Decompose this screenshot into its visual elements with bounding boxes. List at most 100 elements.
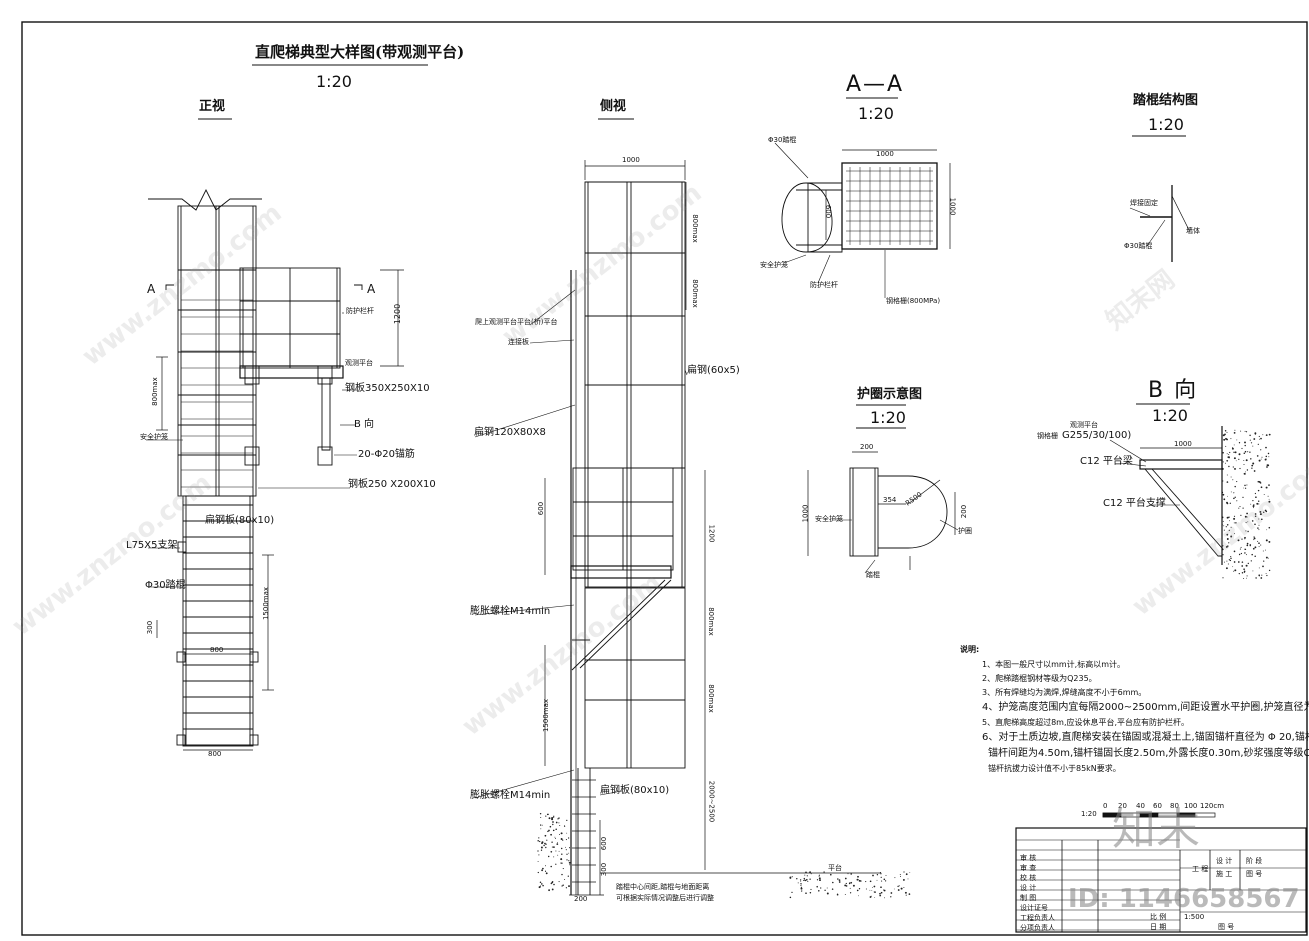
b-brace bbox=[1144, 468, 1223, 557]
note-item: 2、爬梯踏棍钢材等级为Q235。 bbox=[982, 674, 1097, 683]
scale-bar-ratio: 1:20 bbox=[1081, 810, 1097, 818]
front-label-angle: L75X5支架 bbox=[126, 540, 178, 551]
note-item: 锚杆抗拔力设计值不小于85kN要求。 bbox=[988, 764, 1121, 773]
side-dim-top: 1000 bbox=[622, 156, 640, 164]
front-dim-1500max: 1500max bbox=[262, 586, 271, 621]
tb-row-label: 审 查 bbox=[1020, 864, 1037, 872]
front-view-label: 正视 bbox=[199, 99, 226, 114]
front-dim-1200: 1200 bbox=[393, 303, 403, 325]
guard-label-hoop: 护圈 bbox=[958, 527, 972, 535]
side-dim-1200: 1200 bbox=[707, 524, 716, 543]
side-view-label: 侧视 bbox=[600, 99, 627, 114]
guard-dim-354: 354 bbox=[883, 496, 897, 504]
front-bracket bbox=[321, 378, 331, 451]
front-section-left: A bbox=[147, 282, 156, 296]
tb-project: 工 程 bbox=[1192, 865, 1209, 873]
tb-col-c: 施 工 bbox=[1216, 870, 1233, 878]
scale-bar-tick: 60 bbox=[1153, 802, 1162, 810]
aa-scale: 1:20 bbox=[858, 104, 894, 123]
front-section-right: A bbox=[367, 282, 376, 296]
ground-hatching bbox=[537, 429, 1271, 899]
front-dim-800b: 800 bbox=[208, 750, 222, 758]
front-label-platform: 观测平台 bbox=[345, 359, 373, 367]
side-label-top-note: 爬上观测平台平台(桥)平台 bbox=[475, 318, 558, 326]
guard-diagram-label: 护圈示意图 bbox=[857, 387, 923, 402]
guard-dim-200b: 200 bbox=[960, 504, 969, 519]
b-view-label-grating-spec: G255/30/100) bbox=[1062, 430, 1132, 441]
scale-bar-tick: 40 bbox=[1136, 802, 1145, 810]
side-brace bbox=[571, 579, 672, 671]
rung-struct-scale: 1:20 bbox=[1148, 115, 1184, 134]
aa-label-grating: 钢格栅(800MPa) bbox=[886, 297, 941, 305]
b-view-label-c12b: C12 平台支撑 bbox=[1103, 498, 1166, 509]
aa-label-guard: 安全护笼 bbox=[760, 261, 788, 269]
side-dim-600b: 600 bbox=[600, 836, 609, 851]
note-item: 6、对于土质边坡,直爬梯安装在锚固或混凝土上,锚固锚杆直径为 Φ 20,锚杆长度… bbox=[982, 732, 1309, 743]
aa-label: A—A bbox=[846, 72, 905, 97]
sheet-frame bbox=[21, 21, 1308, 936]
b-view-label-c12a: C12 平台梁 bbox=[1080, 456, 1133, 467]
note-item: 锚杆间距为4.50m,锚杆锚固长度2.50m,外露长度0.30m,砂浆强度等级C… bbox=[988, 748, 1309, 759]
rung-struct-label-rung: Φ30踏棍 bbox=[1124, 242, 1153, 250]
front-label-b-dir: B 向 bbox=[354, 419, 375, 430]
side-label-flat-80: 扁钢板(80x10) bbox=[600, 785, 670, 796]
tb-scale-label: 比 例 bbox=[1150, 913, 1167, 921]
scale-bar bbox=[1102, 812, 1216, 818]
front-label-guard: 安全护笼 bbox=[140, 433, 168, 441]
notes-list: 1、本图一般尺寸以mm计,标高以m计。 2、爬梯踏棍钢材等级为Q235。 3、所… bbox=[982, 661, 1309, 773]
side-label-flat-60: 扁钢(60x5) bbox=[687, 365, 740, 376]
watermark-id: ID: 1146658567 bbox=[1068, 884, 1300, 914]
notes-heading: 说明: bbox=[960, 645, 980, 654]
side-label-bottom-2: 可根据实际情况调整后进行调整 bbox=[616, 894, 714, 902]
side-dim-800max-4: 800max bbox=[706, 684, 715, 713]
front-platform-beam bbox=[239, 365, 344, 379]
section-aa bbox=[774, 97, 951, 298]
front-view bbox=[146, 188, 404, 751]
watermark-brand-logo: 知末 bbox=[1112, 804, 1200, 855]
side-dim-800max-1: 800max bbox=[690, 214, 699, 243]
side-label-bottom-1: 踏棍中心间距,踏棍与地面距离 bbox=[616, 883, 710, 891]
tb-row-label: 分项负责人 bbox=[1020, 924, 1055, 932]
tb-col-b: 阶 段 bbox=[1246, 857, 1263, 865]
side-label-ladder-note: 连接板 bbox=[508, 338, 529, 346]
b-view-label-platform: 观测平台 bbox=[1070, 421, 1098, 429]
scale-bar-tick: 120cm bbox=[1200, 802, 1225, 810]
side-dim-200: 200 bbox=[574, 895, 588, 903]
side-view bbox=[474, 160, 880, 896]
front-dim-800: 800 bbox=[210, 646, 224, 654]
front-dim-300: 300 bbox=[146, 620, 155, 635]
title-block-rows: 审 核 审 查 校 核 设 计 制 图 设计证号 工程负责人 分项负责人 bbox=[1020, 855, 1055, 935]
front-break-line bbox=[148, 188, 262, 211]
front-label-steel-plate-2: 钢板250 X200X10 bbox=[348, 479, 436, 490]
tb-scale-value: 1:500 bbox=[1184, 913, 1205, 921]
guard-label-guard: 安全护笼 bbox=[815, 515, 843, 523]
title-block bbox=[1015, 827, 1307, 933]
tb-row-label: 审 核 bbox=[1020, 854, 1037, 862]
side-label-ground: 平台 bbox=[828, 864, 842, 872]
aa-dim-w: 1000 bbox=[876, 150, 894, 158]
aa-label-rung: Φ30踏棍 bbox=[768, 136, 797, 144]
drawing-title: 直爬梯典型大样图(带观测平台) bbox=[255, 43, 465, 61]
guard-dim-200: 200 bbox=[860, 443, 874, 451]
b-view-scale: 1:20 bbox=[1152, 406, 1188, 425]
front-label-flat-steel: 扁钢板(80x10) bbox=[205, 515, 275, 526]
front-lower-ladder bbox=[182, 495, 254, 747]
rung-struct-label: 踏棍结构图 bbox=[1133, 93, 1199, 108]
note-item: 3、所有焊缝均为满焊,焊缝高度不小于6mm。 bbox=[982, 688, 1147, 697]
scale-bar-tick: 0 bbox=[1103, 802, 1108, 810]
front-label-rail: 防护栏杆 bbox=[346, 307, 374, 315]
tb-row-label: 工程负责人 bbox=[1020, 914, 1055, 922]
note-item: 5、直爬梯高度超过8m,应设休息平台,平台应有防护栏杆。 bbox=[982, 718, 1190, 727]
guard-dim-1000: 1000 bbox=[801, 504, 810, 523]
front-label-rung: Φ30踏棍 bbox=[145, 580, 186, 591]
aa-dim-inner: 600 bbox=[824, 204, 833, 219]
front-dim-800max: 800max bbox=[150, 377, 159, 406]
aa-dim-h: 1000 bbox=[948, 197, 957, 216]
side-dim-800max-3: 800max bbox=[706, 607, 715, 636]
tb-row-label: 校 核 bbox=[1020, 874, 1037, 882]
note-item: 4、护笼高度范围内宜每隔2000~2500mm,间距设置水平护圈,护笼直径为10… bbox=[982, 702, 1309, 713]
side-dim-1500max: 1500max bbox=[542, 698, 551, 733]
side-label-bolt-2: 膨胀螺栓M14min bbox=[470, 790, 551, 801]
